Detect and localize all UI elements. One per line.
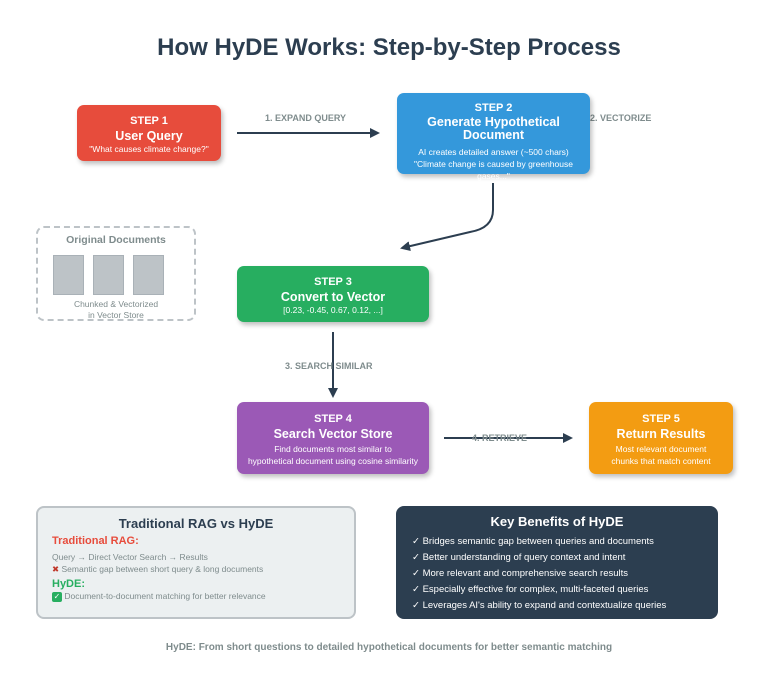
step-4-box: STEP 4 Search Vector Store Find document… xyxy=(237,402,429,474)
label-retrieve: 4. RETRIEVE xyxy=(472,433,528,443)
benefit-item: ✓ Leverages AI's ability to expand and c… xyxy=(412,600,667,611)
traditional-rag-issue-row: ✖ Semantic gap between short query & lon… xyxy=(52,563,340,575)
comparison-title: Traditional RAG vs HyDE xyxy=(118,516,274,531)
step-5-title: Return Results xyxy=(616,427,706,441)
comparison-panel: Traditional RAG vs HyDE Traditional RAG:… xyxy=(36,506,356,619)
step-4-number: STEP 4 xyxy=(314,413,352,425)
step-4-detail-2: hypothetical document using cosine simil… xyxy=(247,456,419,466)
hyde-benefit: Document-to-document matching for better… xyxy=(64,591,266,601)
document-icon xyxy=(93,255,124,295)
step-3-detail: [0.23, -0.45, 0.67, 0.12, ...] xyxy=(283,305,383,315)
step-4-title: Search Vector Store xyxy=(273,427,393,441)
step-2-box: STEP 2 Generate Hypothetical Document AI… xyxy=(397,93,590,181)
benefit-item: ✓ More relevant and comprehensive search… xyxy=(412,568,629,579)
step-5-number: STEP 5 xyxy=(642,413,680,425)
check-mark-icon: ✓ xyxy=(52,592,62,602)
traditional-rag-flow: Query → Direct Vector Search → Results xyxy=(52,552,208,562)
step-2-detail-2: "Climate change is caused by greenhouse … xyxy=(414,159,573,181)
key-benefits-panel: Key Benefits of HyDE ✓ Bridges semantic … xyxy=(396,506,718,619)
step-5-detail-2: chunks that match content xyxy=(611,456,711,466)
diagram-title: How HyDE Works: Step-by-Step Process xyxy=(157,34,621,61)
step-5-detail-1: Most relevant document xyxy=(615,444,707,454)
step-2-title: Generate Hypothetical Document xyxy=(427,115,560,142)
document-icon xyxy=(53,255,84,295)
documents-note-line-2: in Vector Store xyxy=(88,310,144,320)
original-documents-title: Original Documents xyxy=(66,234,166,246)
traditional-rag-label: Traditional RAG: xyxy=(52,535,139,547)
step-3-number: STEP 3 xyxy=(314,276,352,288)
arrow-vectorize xyxy=(400,183,494,252)
footer-caption: HyDE: From short questions to detailed h… xyxy=(165,642,613,653)
step-2-detail-1: AI creates detailed answer (~500 chars) xyxy=(418,147,569,157)
document-icon xyxy=(133,255,164,295)
hyde-benefit-row: ✓ Document-to-document matching for bett… xyxy=(52,590,340,602)
step-2-number: STEP 2 xyxy=(474,102,513,114)
step-1-box: STEP 1 User Query "What causes climate c… xyxy=(77,105,221,161)
step-1-title: User Query xyxy=(115,129,183,143)
step-5-box: STEP 5 Return Results Most relevant docu… xyxy=(589,402,733,474)
traditional-rag-issue: Semantic gap between short query & long … xyxy=(61,564,264,574)
step-1-detail: "What causes climate change?" xyxy=(89,144,209,154)
label-vectorize: 2. VECTORIZE xyxy=(590,113,652,123)
label-search-similar: 3. SEARCH SIMILAR xyxy=(285,361,373,371)
cross-mark-icon: ✖ xyxy=(52,564,60,574)
hyde-label: HyDE: xyxy=(52,578,86,590)
step-4-detail-1: Find documents most similar to xyxy=(274,444,392,454)
documents-note-line-1: Chunked & Vectorized xyxy=(73,299,159,309)
benefit-item: ✓ Better understanding of query context … xyxy=(412,552,626,563)
label-expand-query: 1. EXPAND QUERY xyxy=(265,113,347,123)
documents-note: Chunked & Vectorized in Vector Store xyxy=(38,299,194,321)
step-3-box: STEP 3 Convert to Vector [0.23, -0.45, 0… xyxy=(237,266,429,322)
benefit-item: ✓ Especially effective for complex, mult… xyxy=(412,584,649,595)
original-documents-panel: Original Documents Chunked & Vectorized … xyxy=(36,226,196,321)
key-benefits-title: Key Benefits of HyDE xyxy=(490,514,624,529)
benefit-item: ✓ Bridges semantic gap between queries a… xyxy=(412,536,654,547)
step-1-number: STEP 1 xyxy=(130,115,168,127)
step-3-title: Convert to Vector xyxy=(280,290,386,304)
